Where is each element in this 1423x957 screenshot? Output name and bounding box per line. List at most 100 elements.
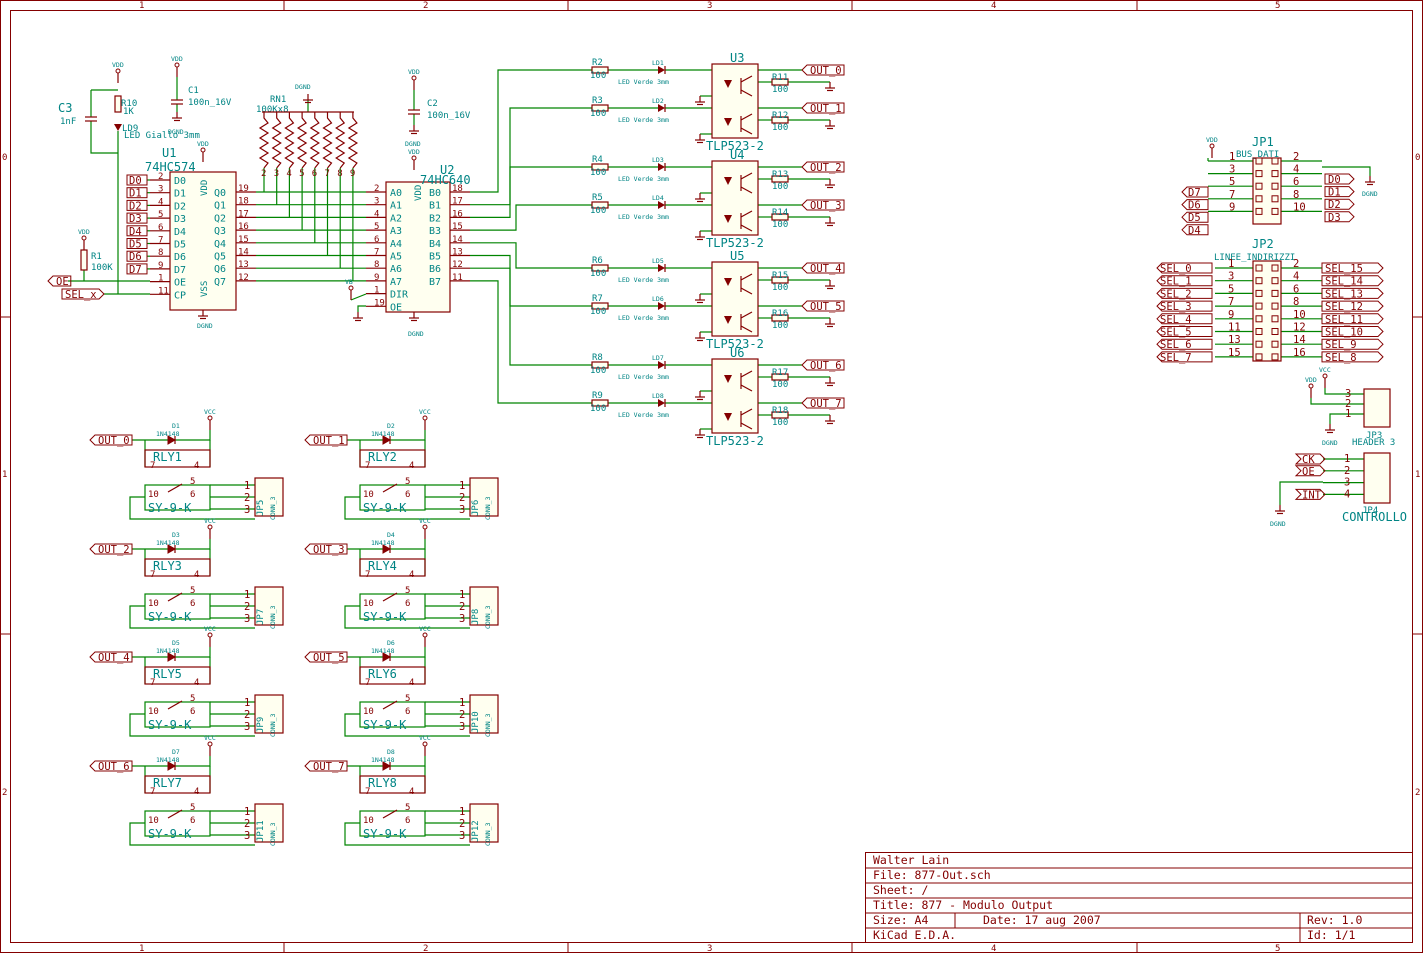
u1-sel-label: SEL_x: [61, 288, 105, 301]
net-label-text: OUT_5: [313, 652, 345, 664]
jp1-left-label: D5: [1188, 212, 1201, 224]
relay-connector-value: CONN_3: [484, 822, 492, 846]
u1-value: 74HC574: [145, 160, 196, 174]
relay-connector-pin: 1: [459, 697, 465, 709]
net-label-text: OUT_1: [313, 435, 345, 447]
net-label-text: OUT_0: [98, 435, 130, 447]
channel-out-label: OUT_7: [801, 397, 845, 410]
net-label-outline: [89, 434, 133, 446]
u1-ref: U1: [162, 146, 176, 160]
rn1-resistor-element: [347, 112, 359, 169]
relay-connector-pin: 3: [244, 613, 250, 625]
relay-connector-value: CONN_3: [269, 605, 277, 629]
power-circle: [422, 415, 428, 421]
r1-resistor: [80, 249, 88, 271]
wire: [390, 430, 426, 441]
relay-connector-body: [254, 803, 284, 843]
wire: [129, 605, 255, 629]
opto-collector: [740, 75, 753, 83]
jp2-pin-pad: [1271, 277, 1279, 285]
opto-value: TLP523-2: [706, 434, 764, 448]
relay-pin-number: 6: [190, 707, 195, 717]
relay-connector-body: [469, 694, 499, 734]
relay-connector-pin: 2: [459, 818, 465, 830]
relay-connector-pin: 2: [459, 709, 465, 721]
u1-pin-number: 3: [158, 185, 163, 195]
relay-diode-value: 1N4148: [371, 647, 395, 655]
power-circle: [411, 75, 417, 81]
ruler-row-left: 1: [2, 470, 7, 480]
relay-pin-number: 6: [190, 816, 195, 826]
jp4-pin-number: 2: [1344, 465, 1350, 477]
net-label-text: OUT_6: [98, 761, 130, 773]
jp1-left-label-outline: [1181, 211, 1209, 223]
rn1-resistor-element: [258, 112, 270, 169]
opto-collector: [740, 210, 753, 218]
relay-pin-number: 10: [363, 707, 374, 717]
relay-connector-pin: 1: [459, 480, 465, 492]
power-circle: [422, 632, 428, 638]
wire: [1322, 166, 1371, 176]
channel-output-resistor-value: 100: [772, 418, 788, 428]
relay-connector-value: CONN_3: [484, 496, 492, 520]
relay-pin-number: 7: [150, 787, 155, 797]
input-label-box: [126, 250, 148, 262]
jp1-value: BUS_DATI: [1236, 150, 1279, 160]
relay-connector-pin: 2: [244, 492, 250, 504]
u1-pin-number: 8: [158, 248, 163, 258]
channel-output-resistor-ref: R14: [772, 208, 788, 218]
net-label-text: SEL_x: [65, 289, 97, 301]
opto-ref: U6: [730, 346, 744, 360]
jp2-left-label-outline: [1156, 287, 1213, 299]
power-label: VDD: [1206, 136, 1218, 144]
ld9-value: LED Giallo 3mm: [124, 131, 200, 141]
jp2-left-label-outline: [1156, 275, 1213, 287]
jp1-pin-pad: [1271, 207, 1279, 215]
ruler-column-bottom: 5: [1275, 944, 1280, 953]
r1-value: 100K: [91, 263, 113, 273]
channel-led-ref: LD4: [652, 194, 664, 202]
u1-pin-number: 6: [158, 223, 163, 233]
relay-pin-number: 4: [409, 570, 414, 580]
u1-input-label: D3: [126, 212, 148, 225]
relay-ref: RLY4: [368, 559, 397, 573]
jp2-pin-number: 5: [1228, 283, 1234, 295]
jp1-pin-number: 8: [1293, 189, 1299, 201]
relay-ref: RLY3: [153, 559, 182, 573]
opto-body: [711, 358, 759, 434]
jp2-pin-pad: [1255, 302, 1263, 310]
power-label: VCC: [204, 517, 216, 525]
channel-out-label: OUT_0: [801, 64, 845, 77]
wire: [470, 267, 592, 366]
wire: [175, 647, 211, 658]
rn1-resistor-element: [322, 112, 333, 169]
opto-value: TLP523-2: [706, 337, 764, 351]
ruler-column-top: 2: [423, 1, 428, 11]
wire: [470, 280, 592, 404]
relay-pin-number: 5: [405, 803, 410, 813]
jp1-right-label-outline: [1324, 173, 1355, 185]
channel-input-resistor: [591, 104, 609, 112]
relay-pin-number: 4: [194, 678, 199, 688]
relay-connector-value: CONN_3: [269, 822, 277, 846]
c1-value: 100n_16V: [188, 98, 232, 108]
power-circle: [207, 632, 213, 638]
u1-pin-name: Q1: [214, 201, 226, 212]
opto-body: [711, 261, 759, 337]
channel-led: [658, 264, 665, 272]
jp2-left-label: SEL_0: [1160, 263, 1192, 275]
diode-triangle: [382, 652, 392, 662]
relay-connector-pin: 2: [244, 818, 250, 830]
jp2-left-label-outline: [1156, 262, 1213, 274]
channel-out-label: OUT_6: [801, 359, 845, 372]
jp2-pin-pad: [1271, 315, 1279, 323]
jp2-right-label-outline: [1321, 275, 1384, 287]
jp2-pin-pad: [1271, 289, 1279, 297]
diode-triangle: [382, 761, 392, 771]
channel-resistor-ref: R9: [592, 391, 603, 401]
title-block: Walter Lain File: 877-Out.sch Sheet: / T…: [865, 852, 1413, 943]
tb-file: File: 877-Out.sch: [873, 868, 991, 882]
components: U174HC574VDDVSSVDDDGNDD02D13D24D35D46D57…: [47, 51, 1407, 846]
channel-led-ref: LD6: [652, 295, 664, 303]
u1-vdd-power: VDD: [197, 140, 209, 162]
